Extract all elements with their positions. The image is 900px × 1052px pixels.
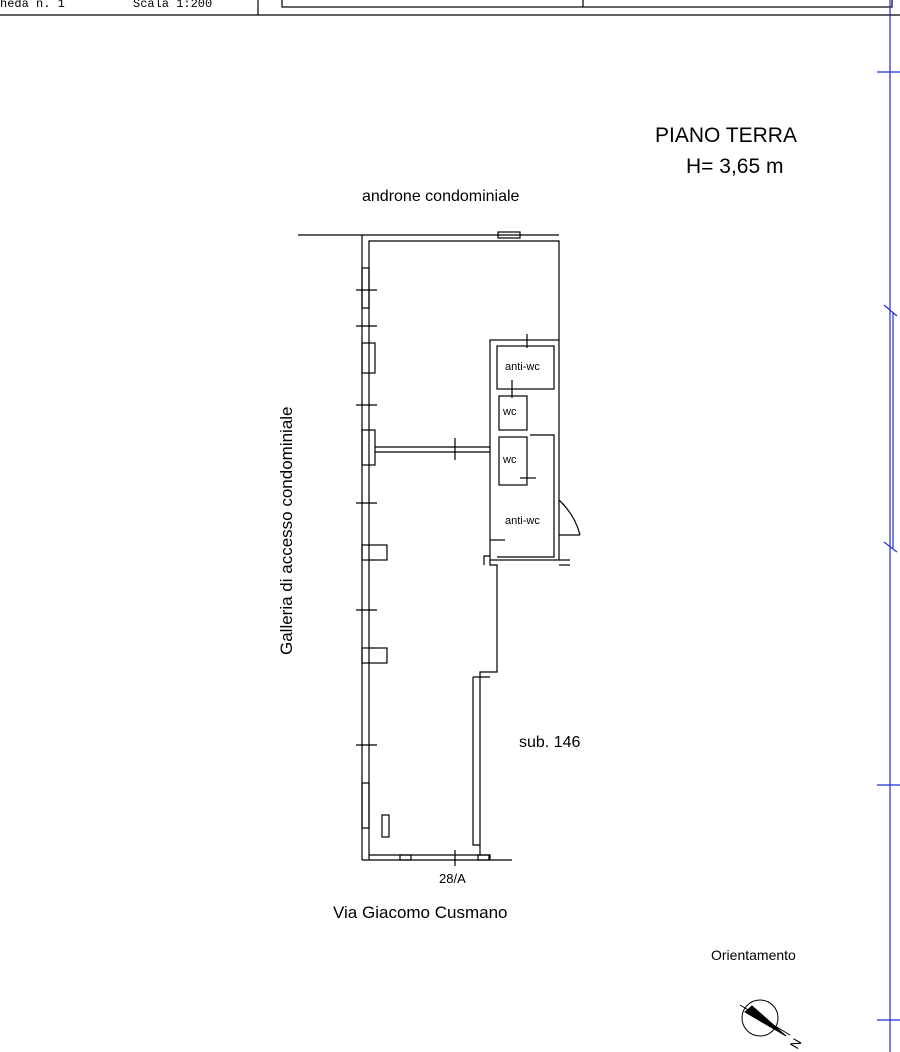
wall-top-inner bbox=[368, 240, 560, 860]
neighbor-unit-label: sub. 146 bbox=[519, 734, 581, 751]
door-arc bbox=[558, 499, 581, 536]
sheet-number: heda n. 1 bbox=[0, 0, 65, 11]
sheet-frame bbox=[877, 0, 900, 1052]
header-box bbox=[281, 0, 893, 8]
room-label-anti-wc-upper: anti-wc bbox=[505, 361, 540, 373]
room-label-anti-wc-lower: anti-wc bbox=[505, 515, 540, 527]
west-wall-ticks bbox=[356, 289, 377, 746]
orientation-label: Orientamento bbox=[711, 947, 796, 963]
west-wall-details bbox=[361, 267, 388, 829]
column bbox=[381, 814, 390, 838]
north-neighbor-label: androne condominiale bbox=[362, 188, 520, 205]
civic-number: 28/A bbox=[439, 871, 466, 886]
west-neighbor-label: Galleria di accesso condominiale bbox=[277, 406, 296, 655]
ceiling-height: H= 3,65 m bbox=[686, 155, 784, 178]
room-label-wc-upper: wc bbox=[503, 406, 517, 418]
wall-top bbox=[298, 234, 363, 860]
compass-icon bbox=[739, 999, 791, 1037]
wall-east bbox=[479, 560, 498, 860]
room-label-wc-lower: wc bbox=[503, 454, 517, 466]
service-block bbox=[489, 334, 560, 561]
scale-label: Scala 1:200 bbox=[133, 0, 213, 11]
street-label: Via Giacomo Cusmano bbox=[333, 903, 508, 922]
floor-title: PIANO TERRA bbox=[655, 124, 797, 147]
